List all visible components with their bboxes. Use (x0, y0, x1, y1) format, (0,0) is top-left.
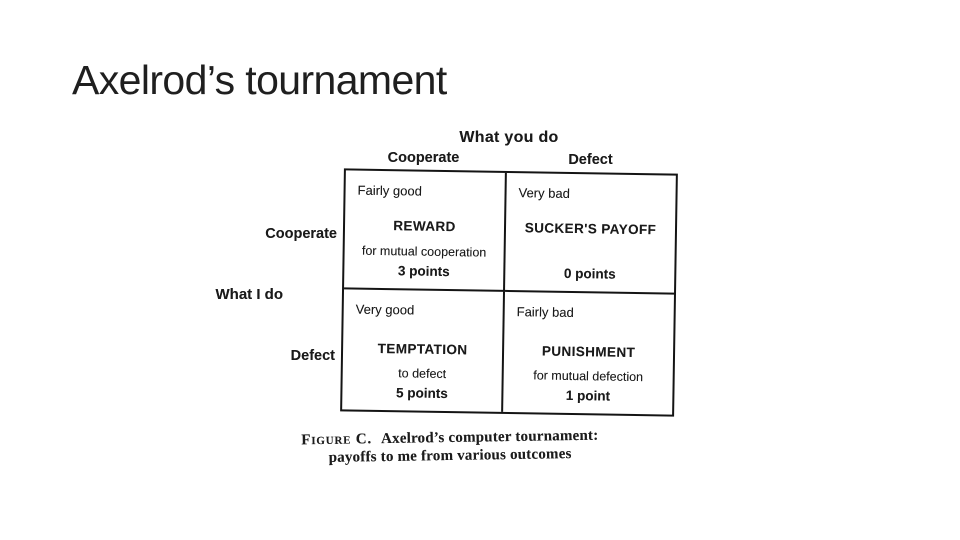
left-axis-label: What I do (215, 286, 284, 303)
cell-payoff-detail: for mutual defection (533, 368, 644, 385)
row-header-cooperate: Cooperate (265, 226, 337, 242)
figure-caption: Figure C.Axelrod’s computer tournament: … (240, 427, 660, 469)
cell-payoff-detail: to defect (398, 366, 447, 382)
cell-quality-label: Very bad (518, 185, 571, 201)
cell-quality-label: Very good (355, 301, 415, 318)
cell-payoff-detail (506, 246, 675, 249)
column-header-defect: Defect (568, 152, 613, 168)
figure-caption-label: Figure C. (301, 431, 373, 449)
figure-caption-text: Axelrod’s computer tournament: (380, 427, 599, 448)
payoff-cell-temptation: Very good TEMPTATION to defect 5 points (342, 289, 506, 412)
payoff-matrix-table: Fairly good REWARD for mutual cooperatio… (340, 168, 678, 417)
cell-payoff-detail: for mutual cooperation (361, 243, 487, 260)
slide-title: Axelrod’s tournament (72, 57, 447, 103)
cell-payoff-name: PUNISHMENT (541, 343, 636, 360)
row-header-defect: Defect (290, 348, 335, 364)
top-axis-label: What you do (459, 129, 559, 146)
cell-payoff-name: SUCKER'S PAYOFF (524, 220, 657, 238)
cell-payoff-points: 0 points (563, 265, 616, 282)
cell-payoff-points: 1 point (565, 387, 611, 404)
payoff-cell-punishment: Fairly bad PUNISHMENT for mutual defecti… (503, 292, 674, 415)
cell-payoff-points: 3 points (397, 263, 450, 280)
cell-quality-label: Fairly good (357, 182, 423, 199)
cell-payoff-name: TEMPTATION (377, 340, 468, 358)
column-header-cooperate: Cooperate (387, 150, 460, 166)
payoff-cell-reward: Fairly good REWARD for mutual cooperatio… (344, 170, 507, 292)
cell-payoff-points: 5 points (395, 385, 448, 402)
payoff-cell-suckers-payoff: Very bad SUCKER'S PAYOFF 0 points (505, 172, 676, 295)
payoff-figure: What you do Cooperate Defect Cooperate W… (200, 120, 700, 490)
cell-payoff-name: REWARD (393, 218, 456, 235)
cell-quality-label: Fairly bad (516, 304, 574, 321)
